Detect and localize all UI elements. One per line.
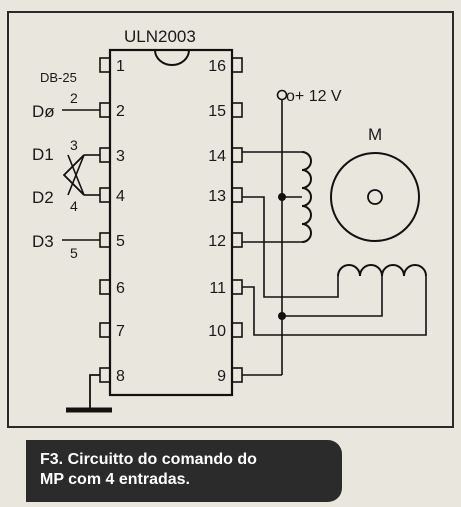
input-label-d2: D2: [32, 188, 54, 207]
left-pin-number: 7: [116, 323, 125, 340]
left-pin-stub: [99, 57, 111, 73]
right-pin-stub: [231, 322, 243, 338]
right-pin-number: 13: [208, 188, 226, 205]
right-pin-number: 9: [217, 368, 226, 385]
right-pin-stub: [231, 279, 243, 295]
motor-symbol: M: [330, 125, 420, 242]
right-pin-number: 11: [209, 280, 226, 297]
output-wiring: [242, 100, 427, 376]
connector-label: DB-25: [40, 70, 77, 85]
left-pin-group: 1 2 3 4 5 6 7 8: [99, 57, 125, 385]
input-label-d0: Dø: [32, 102, 55, 121]
chip-name: ULN2003: [124, 27, 196, 46]
right-pin-stub: [231, 57, 243, 73]
left-pin-number: 3: [116, 148, 125, 165]
left-pin-stub: [99, 367, 111, 383]
junction-dot: [278, 312, 286, 320]
left-pin-number: 4: [116, 188, 125, 205]
left-pin-stub: [99, 322, 111, 338]
chip-notch: [154, 49, 190, 66]
junction-dot: [278, 193, 286, 201]
ground-symbol: [66, 374, 112, 413]
supply-label: o+ 12 V: [286, 88, 342, 105]
right-pin-stub: [231, 187, 243, 203]
coil-a: [301, 151, 312, 243]
left-pin-stub: [99, 147, 111, 163]
uln2003-chip: ULN2003: [108, 27, 234, 397]
left-pin-stub: [99, 279, 111, 295]
input-label-d3: D3: [32, 232, 54, 251]
caption-line-1: F3. Circuitto do comando do: [40, 451, 257, 468]
input-wire-num-d1: 3: [70, 137, 78, 153]
pin11-wire: [242, 276, 427, 336]
right-pin-stub: [231, 232, 243, 248]
pin13-wire: [242, 196, 339, 298]
caption-line-2: MP com 4 entradas.: [40, 471, 190, 488]
left-pin-number: 6: [116, 280, 125, 297]
left-pin-stub: [99, 232, 111, 248]
left-pin-stub: [99, 187, 111, 203]
motor-shaft: [367, 189, 383, 205]
left-pin-number: 5: [116, 233, 125, 250]
input-wire-num-d3: 5: [70, 245, 78, 261]
input-wiring: [62, 109, 100, 241]
left-pin-number: 2: [116, 103, 125, 120]
right-pin-stub: [231, 367, 243, 383]
supply-terminal: [276, 89, 288, 101]
right-pin-number: 16: [208, 58, 226, 75]
right-pin-group: 16 15 14 13 12 11 10 9: [208, 57, 243, 385]
figure-caption: F3. Circuitto do comando do MP com 4 ent…: [26, 440, 342, 502]
right-pin-number: 12: [208, 233, 226, 250]
coil-b: [337, 264, 427, 277]
chip-body: [108, 48, 234, 397]
right-pin-number: 15: [208, 103, 226, 120]
left-pin-number: 1: [116, 58, 125, 75]
ground-wire: [89, 374, 100, 408]
left-pin-stub: [99, 102, 111, 118]
figure-frame: [7, 11, 454, 428]
coil-b-center-tap: [282, 276, 383, 317]
input-wire-num-d2: 4: [70, 198, 78, 214]
left-pin-number: 8: [116, 368, 125, 385]
right-pin-stub: [231, 147, 243, 163]
motor-label: M: [368, 125, 382, 144]
right-pin-stub: [231, 102, 243, 118]
right-pin-number: 10: [208, 323, 226, 340]
motor-outer-circle: [330, 152, 420, 242]
input-cross-b: [62, 154, 85, 196]
input-label-d1: D1: [32, 145, 54, 164]
input-wire-num-d0: 2: [70, 90, 78, 106]
right-pin-number: 14: [208, 148, 226, 165]
input-cross-d: [67, 154, 85, 196]
